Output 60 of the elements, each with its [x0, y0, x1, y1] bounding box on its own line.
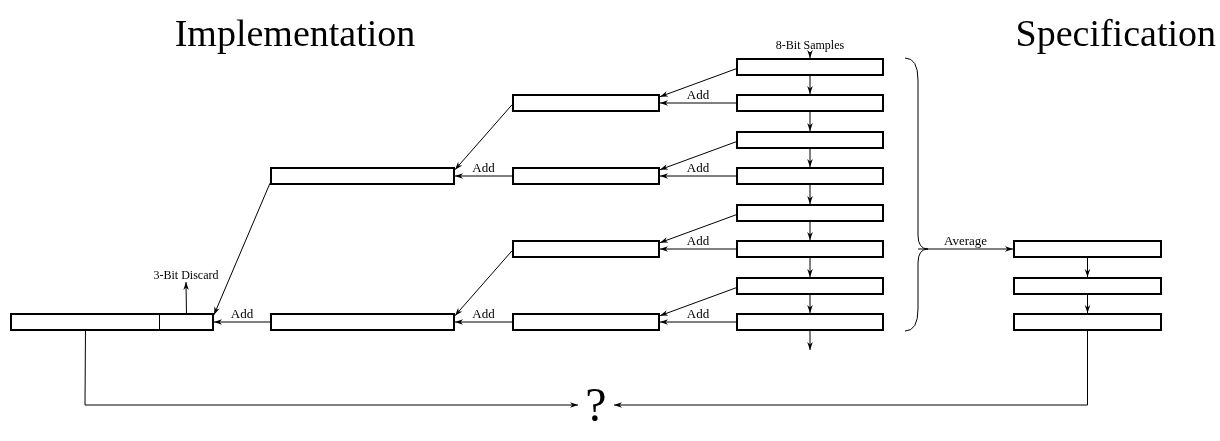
arrow — [659, 287, 737, 317]
register-box — [1013, 240, 1162, 258]
arrow — [807, 184, 813, 205]
edge-label: Add — [229, 307, 255, 320]
arrow — [454, 173, 513, 179]
node-label: 3-Bit Discard — [146, 268, 226, 282]
register-box — [10, 313, 214, 331]
edge-label: Add — [685, 161, 711, 174]
arrow — [454, 319, 513, 325]
register-box — [512, 167, 660, 185]
arrow — [659, 173, 737, 179]
arrow — [183, 281, 189, 314]
register-box — [736, 313, 884, 331]
edge-label: Add — [471, 307, 496, 320]
register-box — [736, 94, 884, 112]
arrow — [807, 294, 813, 314]
arrow — [1084, 257, 1091, 278]
arrow — [807, 111, 813, 132]
register-box — [512, 240, 660, 258]
arrow — [807, 75, 813, 95]
arrow — [807, 330, 813, 351]
arrow — [807, 50, 813, 59]
register-box — [736, 167, 884, 185]
edge-label: Add — [685, 88, 711, 101]
heading: Specification — [1015, 12, 1216, 54]
arrow — [659, 141, 737, 171]
arrow — [659, 246, 737, 252]
register-box — [736, 131, 884, 149]
register-box — [1013, 277, 1162, 295]
arrow — [807, 257, 813, 278]
register-box — [1013, 313, 1162, 331]
register-box — [270, 167, 455, 185]
arrow — [454, 250, 513, 317]
arrow — [659, 100, 737, 106]
node-label: ? — [578, 380, 614, 430]
arrow — [659, 319, 737, 325]
edge-label: Average — [942, 234, 989, 247]
arrow — [213, 319, 271, 325]
register-box — [736, 58, 884, 76]
arrow — [659, 214, 737, 244]
arrow — [84, 330, 579, 408]
register-box — [512, 94, 660, 112]
arrow — [613, 330, 1088, 408]
arrow — [1084, 294, 1091, 314]
edge-label: Add — [471, 161, 496, 174]
register-box — [736, 277, 884, 295]
register-box — [736, 204, 884, 222]
arrow — [213, 182, 271, 316]
register-box — [270, 313, 455, 331]
arrow — [807, 221, 813, 241]
node-label: 8-Bit Samples — [770, 38, 850, 52]
arrow — [454, 104, 513, 171]
heading: Implementation — [174, 12, 416, 54]
edge-label: Add — [685, 307, 711, 320]
arrow — [659, 68, 737, 98]
edge-label: Add — [685, 234, 711, 247]
arrow — [917, 246, 1014, 252]
arrow — [807, 148, 813, 168]
register-box — [512, 313, 660, 331]
register-box — [736, 240, 884, 258]
